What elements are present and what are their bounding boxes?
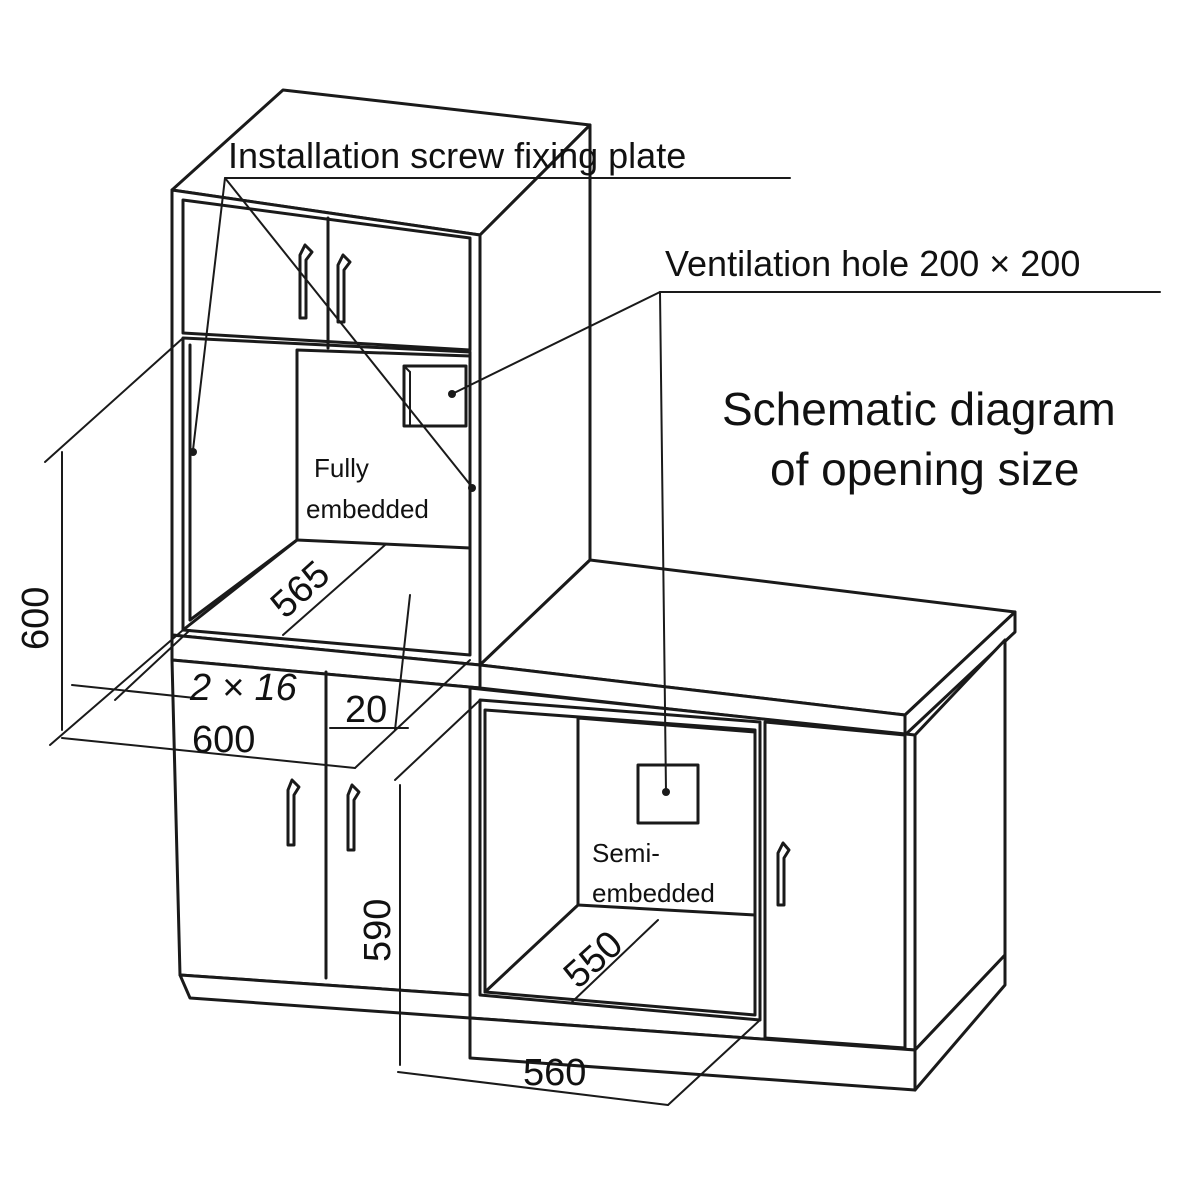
leader-lines	[189, 177, 1161, 793]
tall-cabinet-base	[170, 633, 482, 1020]
dimension-lines	[44, 337, 761, 1106]
lower-cabinet	[468, 558, 1017, 1092]
tall-cabinet	[170, 88, 592, 667]
semi-label-1: Semi-	[592, 838, 660, 868]
dim-semi-width: 560	[523, 1052, 586, 1094]
title-line-1: Schematic diagram	[722, 383, 1116, 435]
fully-label-1: Fully	[314, 453, 369, 483]
title-line-2: of opening size	[770, 443, 1079, 495]
screw-plate-label: Installation screw fixing plate	[228, 135, 686, 176]
ventilation-label: Ventilation hole 200 × 200	[665, 243, 1080, 284]
fully-label-2: embedded	[306, 494, 429, 524]
dim-fully-width: 600	[192, 719, 255, 761]
semi-label-2: embedded	[592, 878, 715, 908]
dim-semi-height: 590	[357, 899, 399, 962]
dim-gap: 20	[345, 689, 387, 731]
dim-fully-height: 600	[15, 587, 57, 650]
dim-side-panels: 2 × 16	[189, 667, 298, 709]
